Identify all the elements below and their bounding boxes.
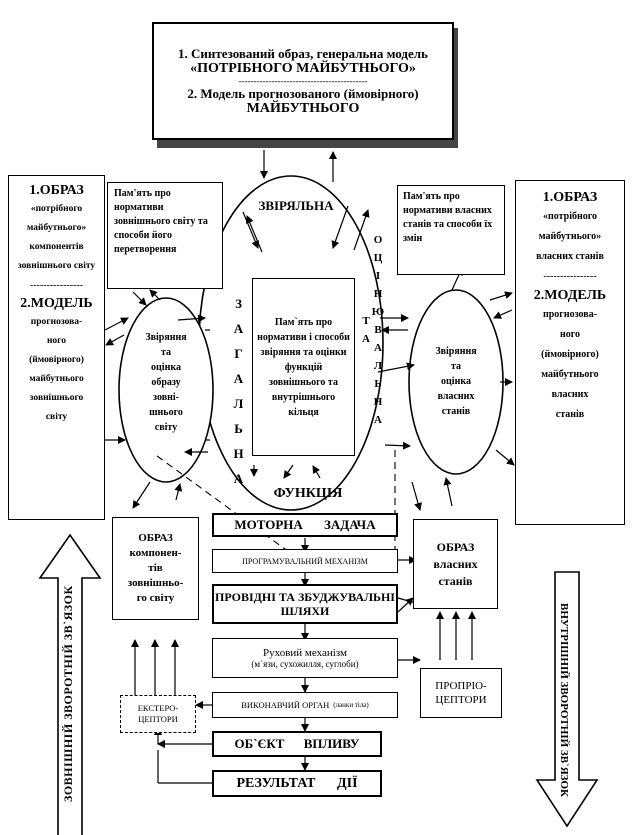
organ-sub: (ланки тіла) <box>333 701 369 709</box>
image-own-box: ОБРАЗ власних станів <box>413 519 498 609</box>
image-own-text: ОБРАЗ власних станів <box>433 539 478 588</box>
memory-own-box: Пам'ять про нормативи власних станів та … <box>397 185 505 275</box>
central-memory-text: Пам`ять про нормативи і способи звіряння… <box>257 316 350 418</box>
top-line-4: МАЙБУТНЬОГО <box>246 101 360 116</box>
image-external-box: ОБРАЗ компонен- тів зовнішньо- го світу <box>112 517 199 620</box>
extero-box: ЕКСТЕРО- ЦЕПТОРИ <box>120 695 196 733</box>
top-box: 1. Синтезований образ, генеральна модель… <box>152 22 454 140</box>
result-text: РЕЗУЛЬТАТ ДІЇ <box>236 775 358 791</box>
motor-task-text: МОТОРНА ЗАДАЧА <box>234 517 376 532</box>
memory-external-box: Пам'ять про нормативи зовнішнього світу … <box>107 182 223 289</box>
central-right-label: ТА ОЦІНЮВАЛЬНА <box>360 234 384 432</box>
organ-title: ВИКОНАВЧИЙ ОРГАН <box>241 700 330 710</box>
extero-text: ЕКСТЕРО- ЦЕПТОРИ <box>137 703 179 724</box>
left-feedback-arrow <box>38 533 102 835</box>
left-panel: 1.ОБРАЗ «потрібного майбутнього» компоне… <box>8 175 105 520</box>
left-panel-divider: ---------------- <box>29 280 84 291</box>
right-feedback-arrow <box>535 571 599 828</box>
object-box: ОБ`ЄКТ ВПЛИВУ <box>212 731 382 757</box>
object-text: ОБ`ЄКТ ВПЛИВУ <box>234 736 360 751</box>
right-panel-sub-2: прогнозова- ного (ймовірного) майбутньог… <box>541 309 599 420</box>
pathways-text: ПРОВІДНІ ТА ЗБУДЖУВАЛЬНІ ШЛЯХИ <box>215 590 395 618</box>
proprio-box: ПРОПРІО- ЦЕПТОРИ <box>420 668 502 718</box>
proprio-text: ПРОПРІО- ЦЕПТОРИ <box>435 680 487 706</box>
program-text: ПРОГРАМУВАЛЬНИЙ МЕХАНІЗМ <box>242 556 368 566</box>
motor-task-box: МОТОРНА ЗАДАЧА <box>212 513 398 537</box>
right-panel: 1.ОБРАЗ «потрібного майбутнього» власних… <box>515 180 625 525</box>
top-divider: ----------------------------------------… <box>238 76 368 86</box>
central-memory-box: Пам`ять про нормативи і способи звіряння… <box>252 278 355 456</box>
right-panel-title-1: 1.ОБРАЗ <box>542 190 598 205</box>
executive-box: Руховий механізм (м`язи, сухожилля, сугл… <box>212 638 398 678</box>
pathways-box: ПРОВІДНІ ТА ЗБУДЖУВАЛЬНІ ШЛЯХИ <box>212 584 398 624</box>
right-panel-divider: ---------------- <box>543 271 597 282</box>
left-panel-sub-2: прогнозова- ного (ймовірного) майбутньог… <box>29 317 84 422</box>
top-line-1: 1. Синтезований образ, генеральна модель <box>178 46 428 61</box>
left-panel-sub-1: «потрібного майбутнього» компонентів зов… <box>17 204 96 271</box>
organ-box: ВИКОНАВЧИЙ ОРГАН (ланки тіла) <box>212 692 398 718</box>
right-ellipse-text: Звіряння та оцінка власних станів <box>435 346 477 417</box>
left-ellipse-text: Звіряння та оцінка образу зовні- шнього … <box>145 332 187 433</box>
result-box: РЕЗУЛЬТАТ ДІЇ <box>212 770 382 797</box>
memory-own-text: Пам'ять про нормативи власних станів та … <box>403 191 493 244</box>
right-feedback-label: ВНУТРІШНІЙ ЗВОРОТНІЙ ЗВ`ЯЗОК <box>558 602 570 797</box>
memory-external-text: Пам'ять про нормативи зовнішнього світу … <box>114 188 208 255</box>
left-panel-title-1: 1.ОБРАЗ <box>29 183 84 198</box>
central-top-label: ЗВІРЯЛЬНА <box>258 198 334 213</box>
central-bottom-label: ФУНКЦІЯ <box>273 486 343 501</box>
executive-sub: (м`язи, сухожилля, суглоби) <box>251 659 359 669</box>
central-left-label: ЗАГАЛЬНА <box>231 296 246 496</box>
right-panel-sub-1: «потрібного майбутнього» власних станів <box>536 211 604 262</box>
left-panel-title-2: 2.МОДЕЛЬ <box>20 296 93 311</box>
top-line-2: «ПОТРІБНОГО МАЙБУТНЬОГО» <box>190 61 416 76</box>
top-line-3: 2. Модель прогнозованого (ймовірного) <box>187 86 419 101</box>
right-panel-title-2: 2.МОДЕЛЬ <box>533 288 607 303</box>
program-box: ПРОГРАМУВАЛЬНИЙ МЕХАНІЗМ <box>212 549 398 573</box>
left-ellipse <box>118 297 214 483</box>
left-feedback-label: ЗОВНІШНІЙ ЗВОРОТНІЙ ЗВ`ЯЗОК <box>61 585 75 803</box>
executive-title: Руховий механізм <box>263 647 347 659</box>
image-external-text: ОБРАЗ компонен- тів зовнішньо- го світу <box>127 532 184 604</box>
